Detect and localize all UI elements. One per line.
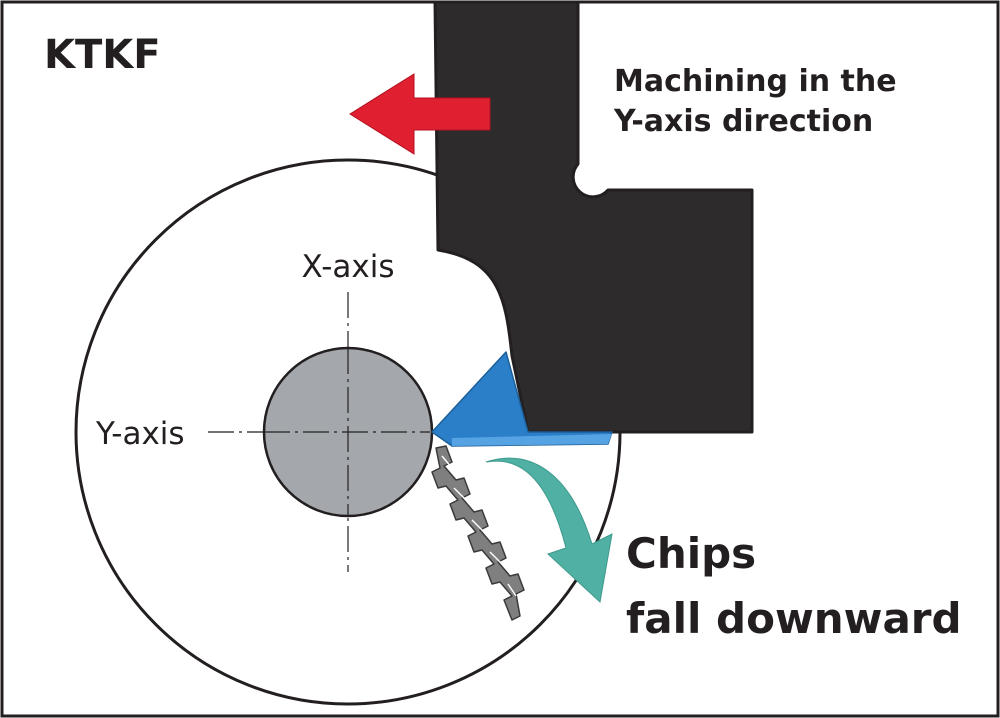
chips-note-line-1: Chips [626, 529, 756, 578]
chip-arrow-body [485, 457, 613, 603]
brand-label: KTKF [44, 32, 161, 78]
y-axis-label: Y-axis [95, 416, 185, 452]
tool-holder [433, 0, 754, 434]
chips-note-line-2: fall downward [626, 594, 962, 643]
caption-line-1: Machining in the [614, 64, 897, 99]
arrow-left-icon [349, 73, 491, 155]
insert-edge-highlight [452, 434, 612, 446]
chip [431, 445, 525, 621]
caption-line-2: Y-axis direction [613, 104, 873, 139]
curved-arrow-down-icon [485, 457, 613, 603]
x-axis-label: X-axis [302, 249, 395, 285]
